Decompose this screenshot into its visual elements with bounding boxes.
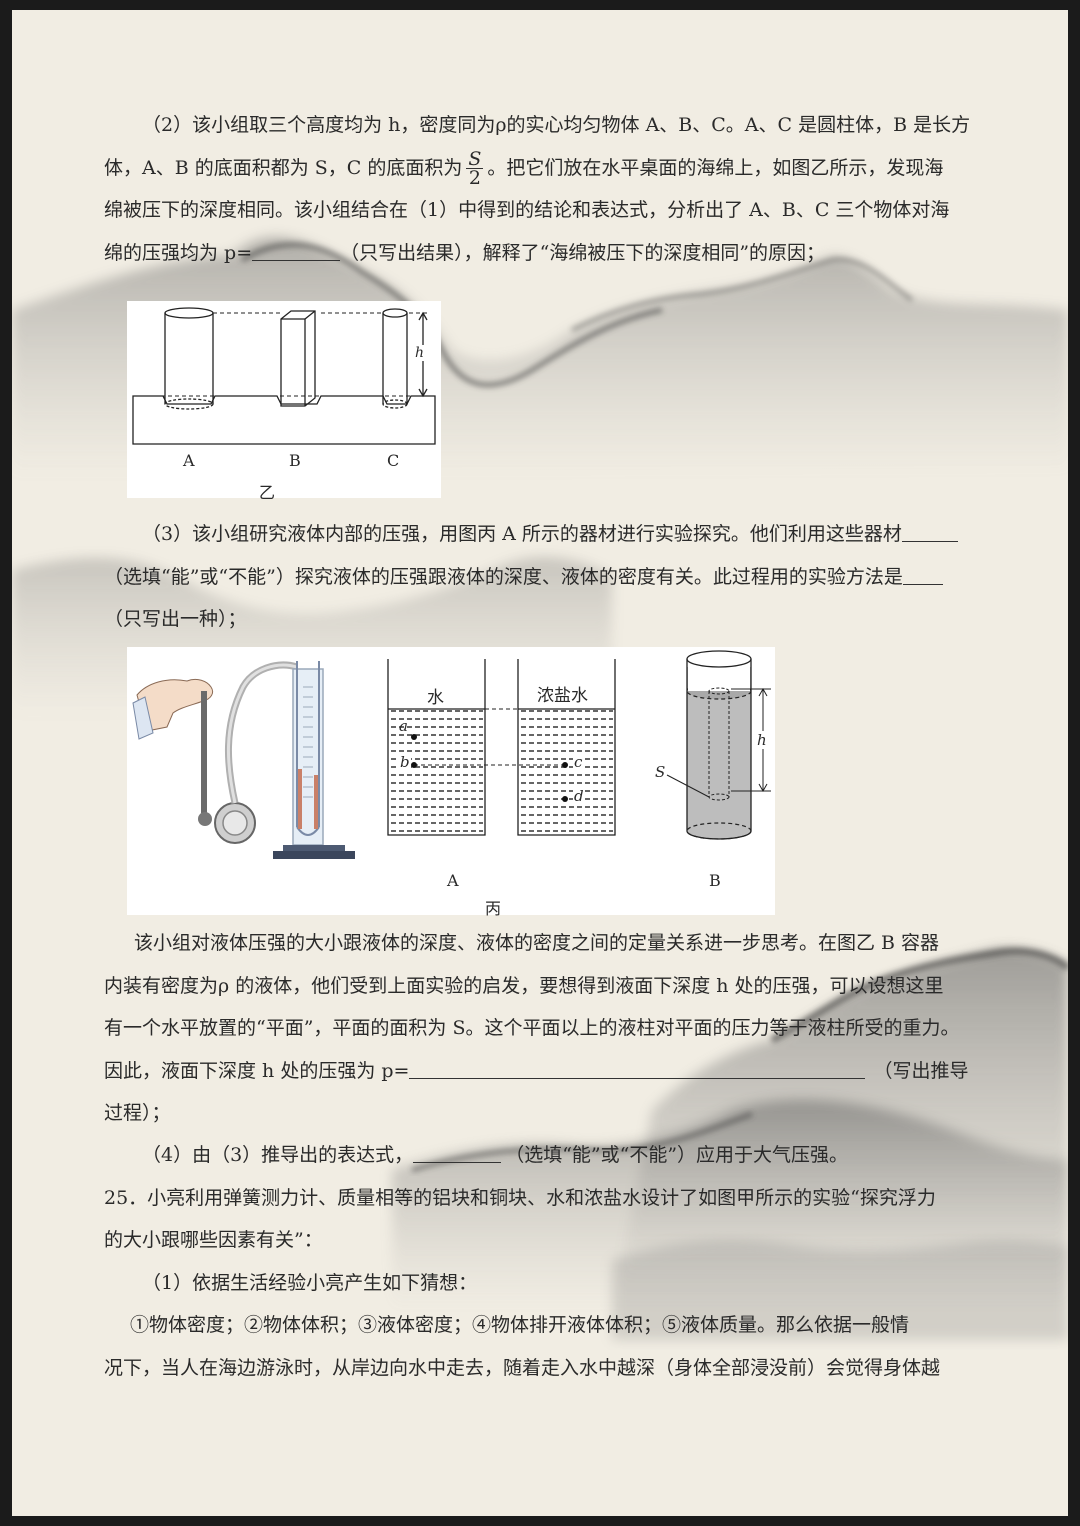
text-line: 该小组对液体压强的大小跟液体的深度、液体的密度之间的定量关系进一步思考。在图乙 …	[134, 932, 940, 954]
text-line: （1）依据生活经验小亮产生如下猜想：	[142, 1271, 478, 1294]
sponge-cylinders-diagram	[132, 307, 436, 445]
text-line: 因此，液面下深度 h 处的压强为 p= （写出推导	[104, 1050, 986, 1093]
figure-bing: 水 浓盐水 a b c d S h A B 丙	[127, 647, 775, 918]
question-part-4: （4）由（3）推导出的表达式， （选填“能”或“不能”）应用于大气压强。 25．小…	[104, 1134, 986, 1389]
text-segment: 。把它们放在水平桌面的海绵上，如图乙所示，发现海	[487, 156, 944, 179]
figure-yi: h A B C 乙	[127, 301, 441, 502]
text-segment: （只写出结果），解释了“海绵被压下的深度相同”的原因；	[340, 241, 826, 264]
answer-blank	[409, 1059, 866, 1079]
text-segment: 体，A、B 的底面积都为 S，C 的底面积为	[104, 156, 463, 179]
point-c-label: c	[573, 753, 584, 771]
answer-blank	[252, 241, 341, 261]
text-line: （只写出一种）；	[104, 608, 247, 630]
label-a: A	[183, 451, 195, 470]
text-line: 绵的压强均为 p= （只写出结果），解释了“海绵被压下的深度相同”的原因；	[104, 232, 986, 275]
label-b: B	[289, 451, 301, 470]
document-page: （2）该小组取三个高度均为 h，密度同为ρ的实心均匀物体 A、B、C。A、C 是…	[12, 10, 1068, 1516]
point-a-label: a	[399, 717, 408, 735]
text-line: （4）由（3）推导出的表达式， （选填“能”或“不能”）应用于大气压强。	[104, 1134, 986, 1177]
text-line: 有一个水平放置的“平面”，平面的面积为 S。这个平面以上的液柱对平面的压力等于液…	[104, 1017, 960, 1039]
text-line: （3）该小组研究液体内部的压强，用图丙 A 所示的器材进行实验探究。他们利用这些…	[104, 513, 986, 556]
text-segment: （选填“能”或“不能”）探究液体的压强跟液体的深度、液体的密度有关。此过程用的实…	[104, 565, 903, 588]
figure-caption-bing: 丙	[485, 899, 502, 918]
figure-caption-yi: 乙	[259, 483, 276, 502]
answer-blank	[901, 522, 958, 542]
text-line: 绵被压下的深度相同。该小组结合在（1）中得到的结论和表达式，分析出了 A、B、C…	[104, 199, 950, 221]
text-segment: （4）由（3）推导出的表达式，	[142, 1144, 414, 1166]
text-line: 况下，当人在海边游泳时，从岸边向水中走去，随着走入水中越深（身体全部浸没前）会觉…	[104, 1356, 941, 1379]
text-segment: （写出推导	[873, 1059, 969, 1082]
question-25-line: 25．小亮利用弹簧测力计、质量相等的铝块和铜块、水和浓盐水设计了如图甲所示的实验…	[104, 1186, 936, 1209]
question-part-3: （3）该小组研究液体内部的压强，用图丙 A 所示的器材进行实验探究。他们利用这些…	[104, 513, 986, 641]
text-line: （2）该小组取三个高度均为 h，密度同为ρ的实心均匀物体 A、B、C。A、C 是…	[142, 114, 971, 136]
text-line: ①物体密度；②物体体积；③液体密度；④物体排开液体体积；⑤液体质量。那么依据一般…	[130, 1314, 910, 1336]
label-brine: 浓盐水	[537, 686, 588, 706]
label-b-container: B	[709, 871, 721, 890]
text-segment: 因此，液面下深度 h 处的压强为 p=	[104, 1059, 410, 1082]
question-part-2: （2）该小组取三个高度均为 h，密度同为ρ的实心均匀物体 A、B、C。A、C 是…	[104, 104, 986, 274]
text-segment: （3）该小组研究液体内部的压强，用图丙 A 所示的器材进行实验探究。他们利用这些…	[142, 523, 902, 545]
label-s: S	[655, 763, 666, 781]
fraction-numerator: S	[466, 148, 484, 170]
question-part-3-derivation: 该小组对液体压强的大小跟液体的深度、液体的密度之间的定量关系进一步思考。在图乙 …	[104, 922, 986, 1135]
label-c: C	[387, 451, 400, 470]
point-d-label: d	[573, 787, 585, 805]
text-line: 过程）；	[104, 1102, 171, 1124]
fraction-denominator: 2	[468, 167, 481, 189]
point-b-label: b	[399, 753, 411, 771]
liquid-pressure-diagram	[132, 650, 771, 859]
label-h: h	[757, 731, 767, 749]
answer-blank	[413, 1143, 502, 1163]
text-segment: 绵的压强均为 p=	[104, 241, 253, 264]
label-h: h	[415, 345, 425, 361]
label-water: 水	[427, 688, 444, 708]
text-line: 内装有密度为ρ 的液体，他们受到上面实验的启发，要想得到液面下深度 h 处的压强…	[104, 974, 944, 997]
text-segment: （选填“能”或“不能”）应用于大气压强。	[505, 1144, 849, 1166]
label-a-container: A	[447, 871, 459, 890]
text-line: 的大小跟哪些因素有关”：	[104, 1229, 323, 1251]
text-line: （选填“能”或“不能”）探究液体的压强跟液体的深度、液体的密度有关。此过程用的实…	[104, 556, 986, 599]
answer-blank	[902, 565, 943, 585]
